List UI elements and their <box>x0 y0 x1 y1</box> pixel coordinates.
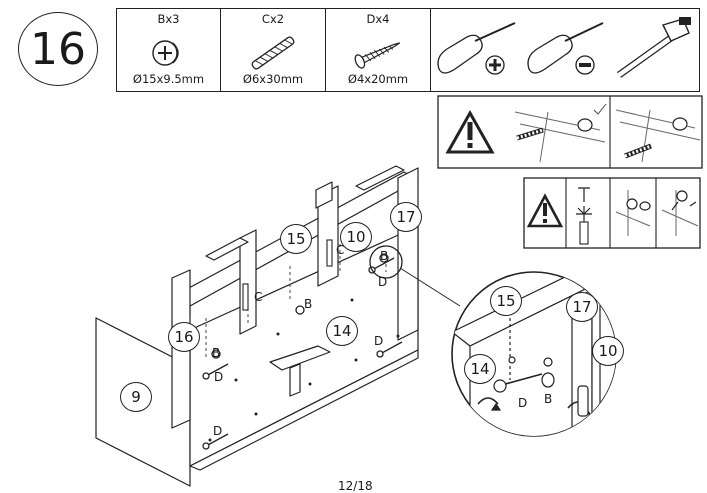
warning-box-1 <box>437 95 703 169</box>
part-b-size: Ø15x9.5mm <box>132 72 205 86</box>
label-b-2: B <box>212 346 221 360</box>
part-d-code: Dx4 <box>366 12 390 26</box>
step-number: 16 <box>18 12 98 86</box>
callout-17: 17 <box>390 202 422 232</box>
callout-10: 10 <box>340 222 372 252</box>
parts-table: Bx3 Ø15x9.5mm Cx2 Ø6x30mm Dx4 Ø4x20mm <box>116 8 700 92</box>
detail-label-b: B <box>544 392 553 406</box>
tools-illustration <box>437 17 691 78</box>
part-cell-c: Cx2 Ø6x30mm <box>221 9 326 91</box>
callout-14: 14 <box>326 316 358 346</box>
dowel-icon <box>251 36 295 70</box>
detail-label-d: D <box>518 396 528 410</box>
label-c-2: C <box>336 243 345 257</box>
detail-callout-15: 15 <box>490 286 522 316</box>
label-d-1: D <box>214 370 224 384</box>
warning-box-2 <box>523 177 701 249</box>
phillips-screwdriver-icon <box>437 22 516 75</box>
bottom-rail <box>189 349 419 471</box>
callout-15: 15 <box>280 224 312 254</box>
label-b-1: B <box>304 297 313 311</box>
label-c-1: C <box>254 290 263 304</box>
label-d-3: D <box>374 334 384 348</box>
flat-screwdriver-icon <box>527 22 604 75</box>
page-number: 12/18 <box>338 479 373 493</box>
label-d-4: D <box>378 275 388 289</box>
warning-triangle-icon <box>526 193 564 228</box>
part-c-code: Cx2 <box>261 12 285 26</box>
warning-triangle-icon <box>445 109 495 154</box>
label-b-3: B <box>380 249 389 263</box>
detail-callout-17: 17 <box>566 292 598 322</box>
part-cell-d: Dx4 Ø4x20mm <box>326 9 431 91</box>
step-number-text: 16 <box>30 23 86 75</box>
part-cell-b: Bx3 Ø15x9.5mm <box>117 9 221 91</box>
tools-cell <box>431 9 699 91</box>
detail-callout-10: 10 <box>592 336 624 366</box>
hammer-icon <box>616 17 691 78</box>
callout-16: 16 <box>168 322 200 352</box>
callout-9: 9 <box>120 382 152 412</box>
detail-callout-14: 14 <box>464 354 496 384</box>
part-c-size: Ø6x30mm <box>242 72 304 86</box>
cam-lock-icon <box>152 40 179 66</box>
label-d-2: D <box>213 424 223 438</box>
screw-icon <box>354 42 401 69</box>
part-d-size: Ø4x20mm <box>347 72 409 86</box>
part-b-code: Bx3 <box>157 12 180 26</box>
